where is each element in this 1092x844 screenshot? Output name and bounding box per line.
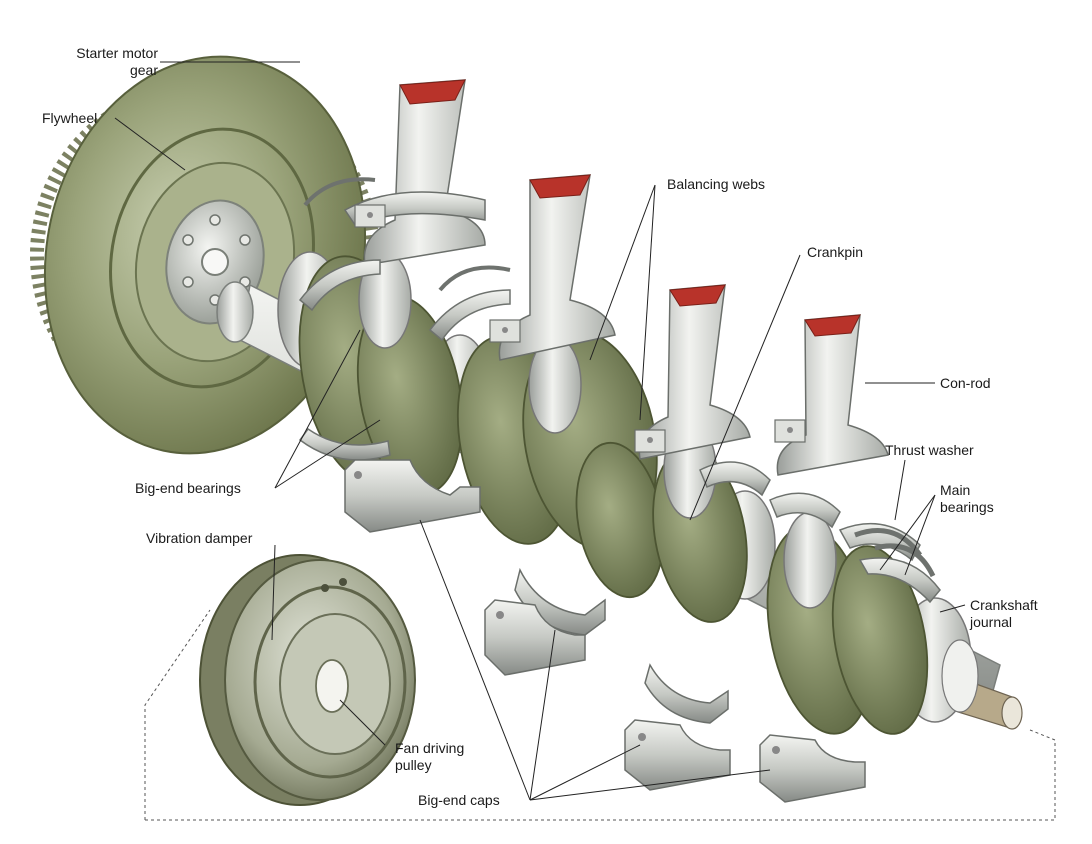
- con-rod-4: [774, 314, 889, 476]
- crankshaft: [216, 251, 1023, 735]
- big-end-bearings: [298, 259, 511, 461]
- damper-holes: [321, 578, 347, 592]
- big-end-cap-1: [344, 459, 481, 533]
- con-rod-3: [634, 284, 751, 460]
- label-main-bearings-line2: bearings: [940, 499, 994, 515]
- pulley-bracket: [144, 609, 1056, 821]
- label-fan-driving-pulley-line1: Fan driving: [395, 740, 465, 756]
- vibration-damper: [199, 554, 416, 806]
- leader-lines: [114, 61, 966, 801]
- label-main-bearings: Main bearings: [940, 482, 994, 516]
- big-end-caps: [344, 459, 866, 803]
- big-end-cap-3: [624, 663, 731, 791]
- label-con-rod: Con-rod: [940, 375, 991, 391]
- label-vibration-damper: Vibration damper: [146, 530, 253, 546]
- con-rods: [343, 79, 889, 476]
- con-rod-1: [343, 79, 486, 266]
- big-end-cap-2: [484, 567, 606, 676]
- label-starter-motor-gear-line2: gear: [129, 62, 158, 78]
- label-fan-driving-pulley: Fan driving pulley: [395, 740, 464, 774]
- label-fan-driving-pulley-line2: pulley: [395, 757, 432, 773]
- label-starter-motor-gear: Starter motor gear: [30, 45, 158, 79]
- label-crankshaft-journal-line1: Crankshaft: [970, 597, 1038, 613]
- label-big-end-bearings: Big-end bearings: [135, 480, 241, 496]
- label-crankshaft-journal: Crankshaft journal: [970, 597, 1038, 631]
- label-starter-motor-gear-line1: Starter motor: [76, 45, 158, 61]
- label-thrust-washer: Thrust washer: [885, 442, 974, 458]
- label-balancing-webs: Balancing webs: [667, 176, 766, 192]
- big-end-cap-4: [759, 734, 866, 803]
- big-end-bearing-rings: [303, 177, 511, 292]
- label-crankshaft-journal-line2: journal: [970, 614, 1013, 630]
- label-main-bearings-line1: Main: [940, 482, 971, 498]
- label-crankpin: Crankpin: [807, 244, 864, 260]
- label-big-end-caps: Big-end caps: [418, 792, 500, 808]
- label-flywheel: Flywheel: [42, 110, 98, 126]
- con-rod-2: [489, 174, 616, 361]
